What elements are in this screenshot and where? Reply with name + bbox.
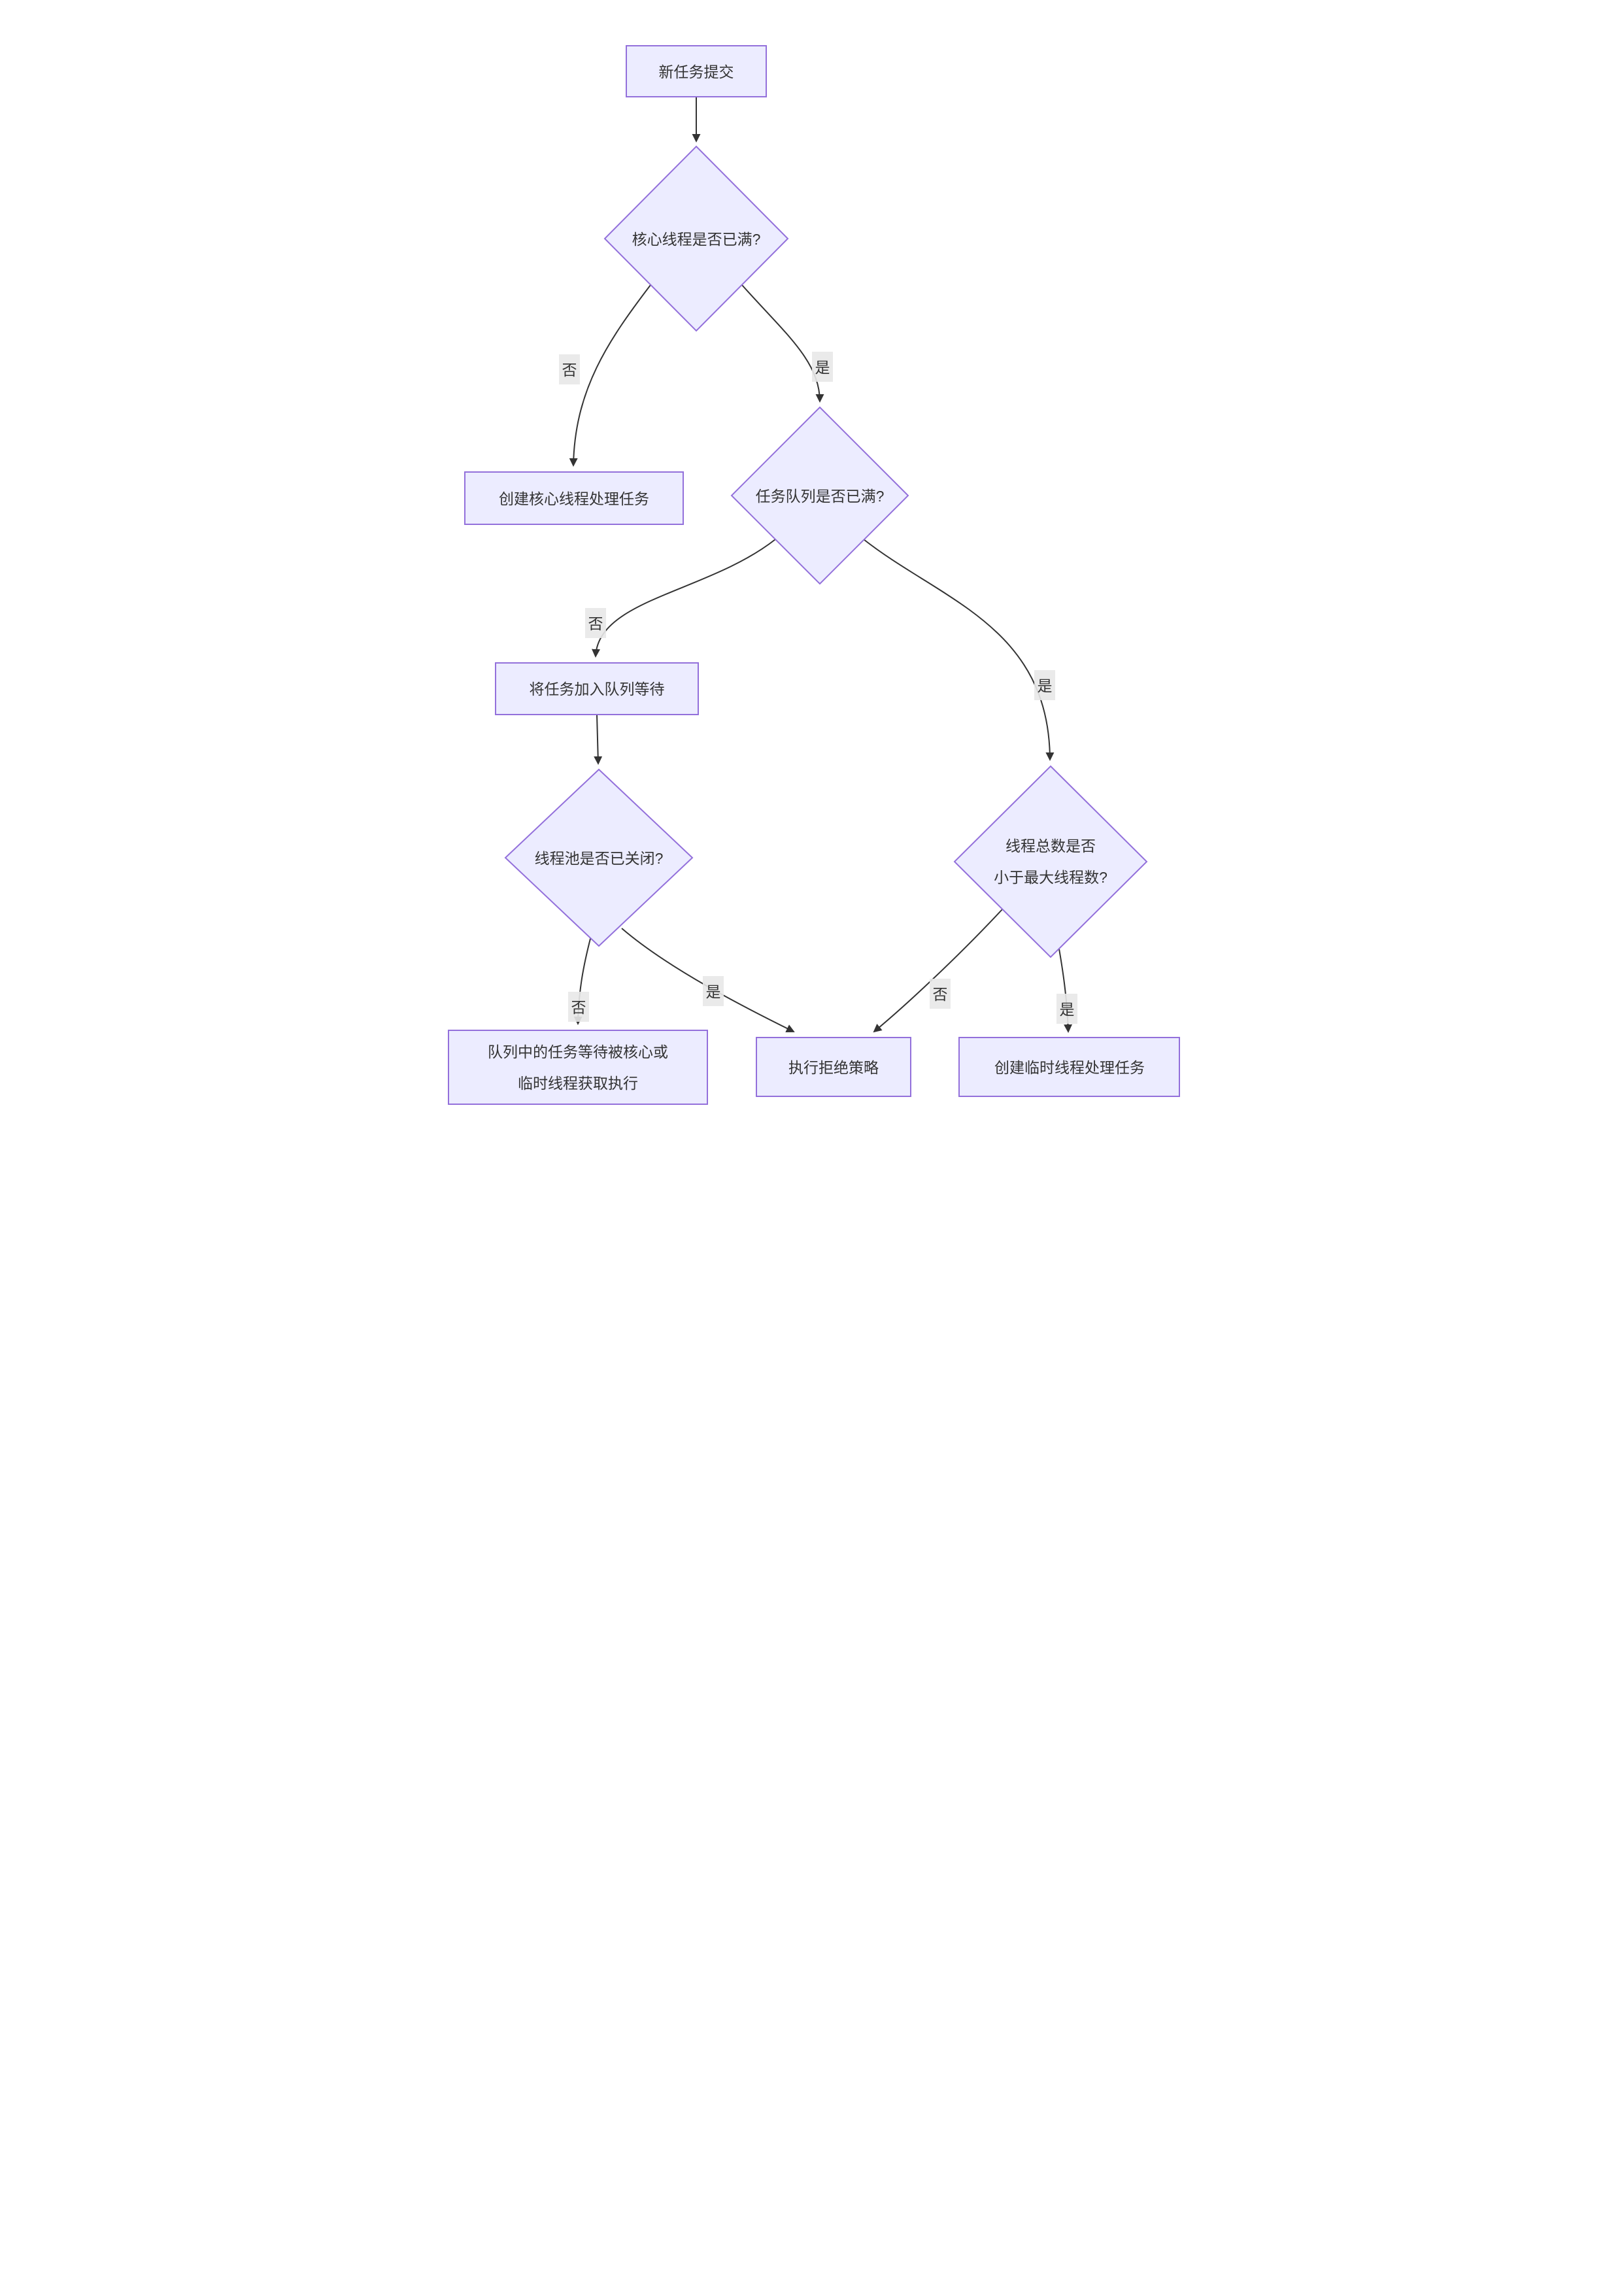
- node-start: 新任务提交: [625, 45, 767, 97]
- edge-label-pool-closed-no: 否: [567, 992, 589, 1022]
- node-below-max-label-line2: 小于最大线程数?: [994, 869, 1107, 886]
- node-core-full-decision: 核心线程是否已满?: [603, 145, 788, 332]
- edge-label-core-full-yes: 是: [811, 352, 833, 382]
- node-reject-label: 执行拒绝策略: [788, 1059, 879, 1076]
- edge-label-text: 是: [705, 983, 720, 1000]
- nodes: 新任务提交 核心线程是否已满? 创建核心线程处理任务 任务队列是否已满? 将任务…: [447, 45, 1180, 1105]
- node-queue-wait: 队列中的任务等待被核心或 临时线程获取执行: [447, 1030, 708, 1105]
- edge-labels: 否 是 否 是 否 是 否 是: [558, 352, 1077, 1024]
- node-enqueue-label: 将任务加入队列等待: [529, 681, 664, 698]
- edge-queue-full-yes-to-below-max: [862, 539, 1054, 761]
- node-queue-full-diamond: [730, 406, 909, 585]
- edge-label-bg: [1034, 670, 1055, 700]
- node-enqueue: 将任务加入队列等待: [494, 662, 699, 715]
- node-core-full-label: 核心线程是否已满?: [632, 231, 760, 248]
- node-queue-full-label: 任务队列是否已满?: [755, 488, 884, 505]
- node-enqueue-box: [494, 662, 699, 715]
- node-create-core-label: 创建核心线程处理任务: [499, 490, 649, 507]
- edge-core-full-yes-to-queue-full: [741, 284, 824, 403]
- edge-label-text: 否: [562, 362, 577, 379]
- edge-label-bg: [567, 992, 589, 1022]
- node-queue-wait-label-line1: 队列中的任务等待被核心或: [488, 1043, 668, 1060]
- flowchart-svg: 否 是 否 是 否 是 否 是: [447, 45, 1180, 1105]
- edge-queue-full-no-to-enqueue: [591, 539, 776, 658]
- edge-label-bg: [702, 976, 724, 1006]
- edge-label-text: 是: [1059, 1001, 1074, 1018]
- node-create-core: 创建核心线程处理任务: [464, 471, 684, 525]
- edge-label-text: 否: [588, 615, 603, 632]
- node-pool-closed-diamond: [504, 768, 693, 947]
- node-start-label: 新任务提交: [658, 63, 734, 80]
- node-below-max-decision: 线程总数是否 小于最大线程数?: [953, 765, 1147, 958]
- node-reject-box: [755, 1037, 911, 1097]
- edge-label-text: 是: [815, 359, 830, 376]
- edge-label-bg: [558, 354, 580, 384]
- edge-label-text: 是: [1037, 677, 1052, 694]
- node-create-temp: 创建临时线程处理任务: [958, 1037, 1180, 1097]
- node-core-full-diamond: [603, 145, 788, 332]
- edge-label-text: 否: [932, 986, 947, 1003]
- node-queue-full-decision: 任务队列是否已满?: [730, 406, 909, 585]
- edge-label-bg: [929, 979, 951, 1009]
- node-queue-wait-box: [447, 1030, 708, 1105]
- edge-label-bg: [811, 352, 833, 382]
- node-create-core-box: [464, 471, 684, 525]
- edge-label-bg: [584, 608, 606, 638]
- flowchart-canvas: 否 是 否 是 否 是 否 是: [405, 0, 1217, 1148]
- edge-label-queue-full-no: 否: [584, 608, 606, 638]
- edge-core-full-no-to-create-core: [569, 284, 651, 467]
- node-pool-closed-label: 线程池是否已关闭?: [534, 850, 663, 867]
- edge-label-below-max-yes: 是: [1056, 994, 1077, 1024]
- node-create-temp-label: 创建临时线程处理任务: [994, 1059, 1145, 1076]
- edge-label-below-max-no: 否: [929, 979, 951, 1009]
- edge-enqueue-to-pool-closed: [593, 714, 602, 765]
- node-below-max-label-line1: 线程总数是否: [1005, 837, 1096, 854]
- node-start-box: [625, 45, 767, 97]
- edge-label-core-full-no: 否: [558, 354, 580, 384]
- edge-below-max-no-to-reject: [872, 909, 1003, 1033]
- edge-label-text: 否: [571, 999, 586, 1016]
- edge-label-pool-closed-yes: 是: [702, 976, 724, 1006]
- node-queue-wait-label-line2: 临时线程获取执行: [518, 1075, 638, 1092]
- node-below-max-diamond: [953, 765, 1147, 958]
- edge-label-bg: [1056, 994, 1077, 1024]
- edge-label-queue-full-yes: 是: [1034, 670, 1055, 700]
- node-reject: 执行拒绝策略: [755, 1037, 911, 1097]
- node-create-temp-box: [958, 1037, 1180, 1097]
- node-pool-closed-decision: 线程池是否已关闭?: [504, 768, 693, 947]
